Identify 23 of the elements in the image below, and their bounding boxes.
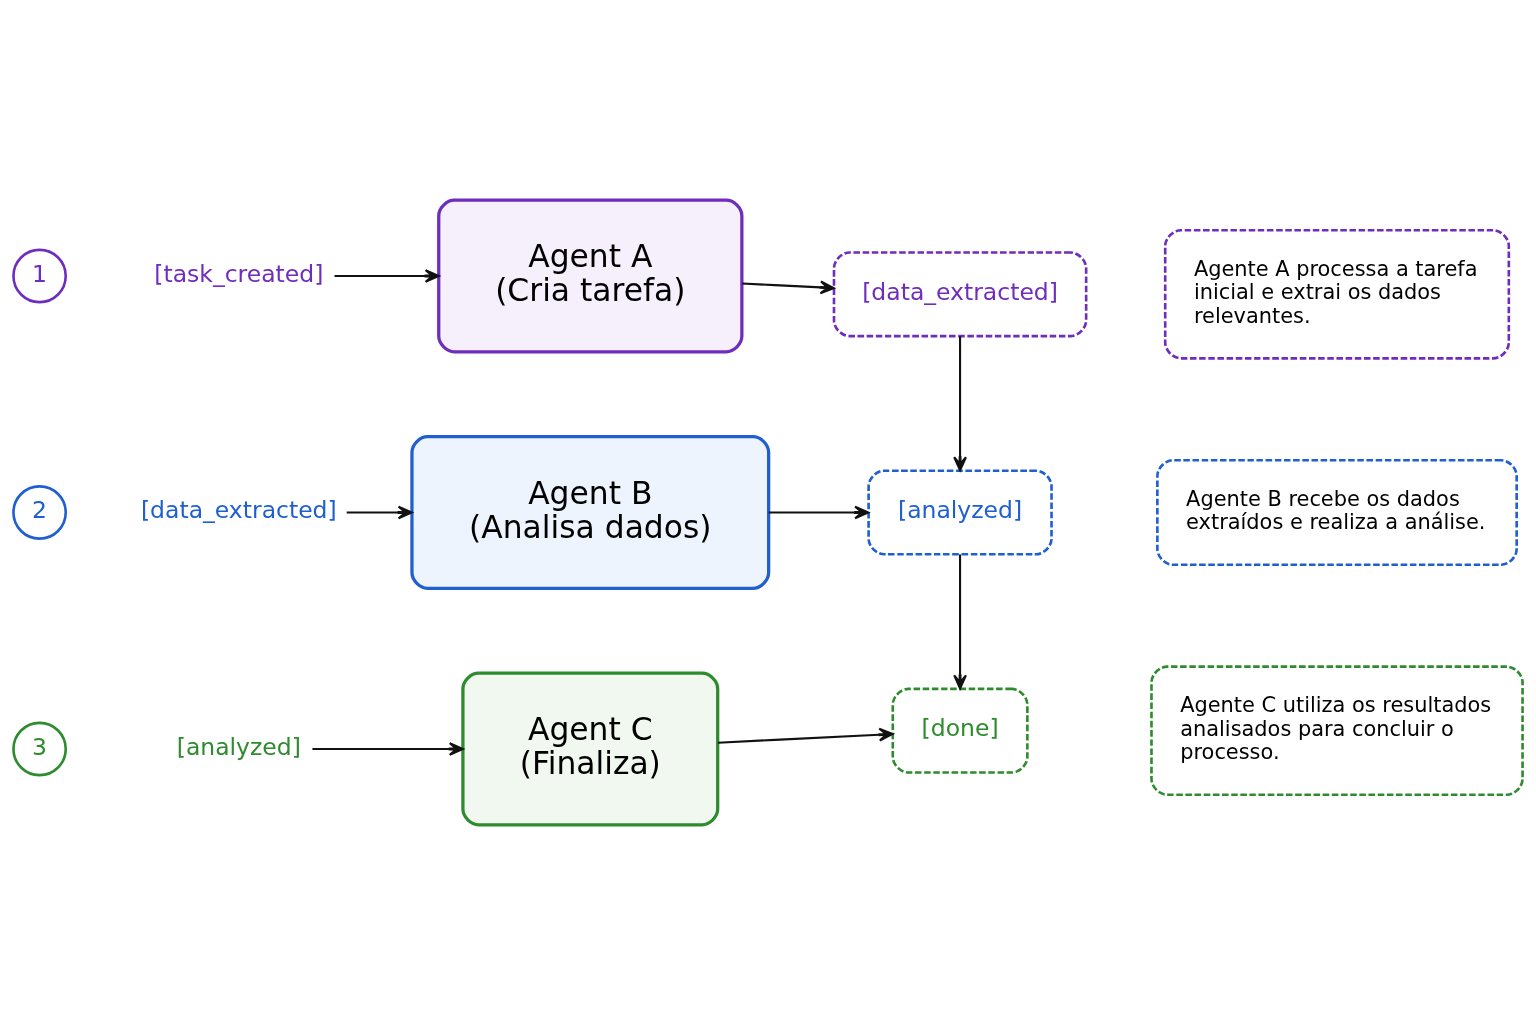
node-circle: 3 [12, 721, 67, 776]
node-box: Agente C utiliza os resultados analisados para concluir o processo. [1150, 664, 1524, 796]
node-text: [data_extracted] [140, 495, 337, 524]
node-circle: 2 [12, 484, 67, 540]
arrow [717, 727, 894, 744]
arrow [953, 335, 967, 471]
node-circle: 1 [12, 248, 67, 303]
arrow [346, 505, 413, 519]
node-text: [analyzed] [176, 732, 301, 761]
node-box: Agent C (Finaliza) [461, 671, 720, 826]
node-box: Agente A processa a tarefa inicial e extrai os dados relevantes. [1163, 228, 1511, 360]
node-box: [done] [891, 687, 1029, 774]
node-text: [task_created] [154, 259, 324, 288]
node-box: Agent A (Cria tarefa) [437, 198, 744, 353]
arrow [312, 741, 464, 756]
arrow [334, 268, 440, 283]
arrow [953, 553, 967, 690]
node-box: [analyzed] [867, 468, 1053, 556]
arrow [741, 280, 835, 294]
arrow [768, 505, 870, 519]
node-box: [data_extracted] [832, 250, 1088, 337]
node-box: Agente B recebe os dados extraídos e realiza a análise. [1156, 458, 1518, 566]
node-box: Agent B (Analisa dados) [410, 434, 771, 590]
